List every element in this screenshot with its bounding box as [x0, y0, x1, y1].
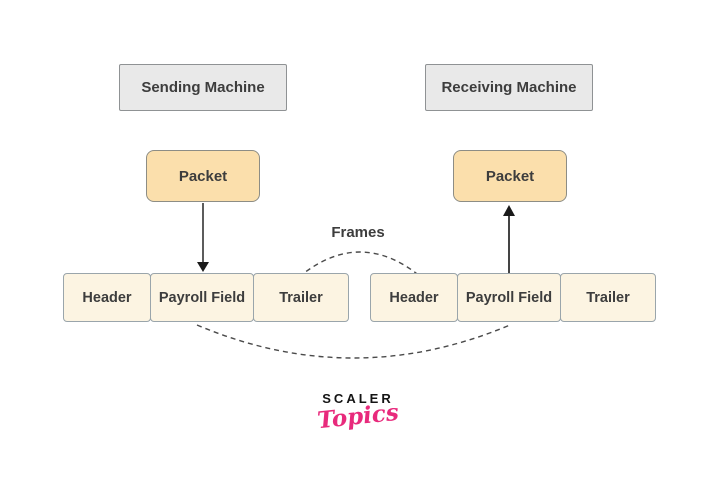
frame-cell-header: Header — [370, 273, 458, 322]
frame-cell-trailer: Trailer — [253, 273, 349, 322]
sending-frame-group: Header Payroll Field Trailer — [63, 273, 349, 322]
scaler-topics-logo: SCALER Topics — [303, 391, 413, 434]
receiving-machine-box: Receiving Machine — [425, 64, 593, 111]
frame-cell-payroll-field: Payroll Field — [457, 273, 561, 322]
frame-cell-payroll-field: Payroll Field — [150, 273, 254, 322]
frames-caption: Frames — [331, 224, 385, 241]
packet-to-frames-arrow — [197, 203, 209, 272]
sending-machine-box: Sending Machine — [119, 64, 287, 111]
receiving-frame-group: Header Payroll Field Trailer — [370, 273, 656, 322]
frames-link-arc-bottom — [196, 324, 511, 359]
frames-link-arc-top — [298, 251, 422, 278]
frame-cell-trailer: Trailer — [560, 273, 656, 322]
logo-brand-text: SCALER — [322, 391, 394, 406]
receiving-packet-box: Packet — [453, 150, 567, 202]
sending-packet-box: Packet — [146, 150, 260, 202]
frames-to-packet-arrow — [503, 205, 515, 273]
frame-cell-header: Header — [63, 273, 151, 322]
